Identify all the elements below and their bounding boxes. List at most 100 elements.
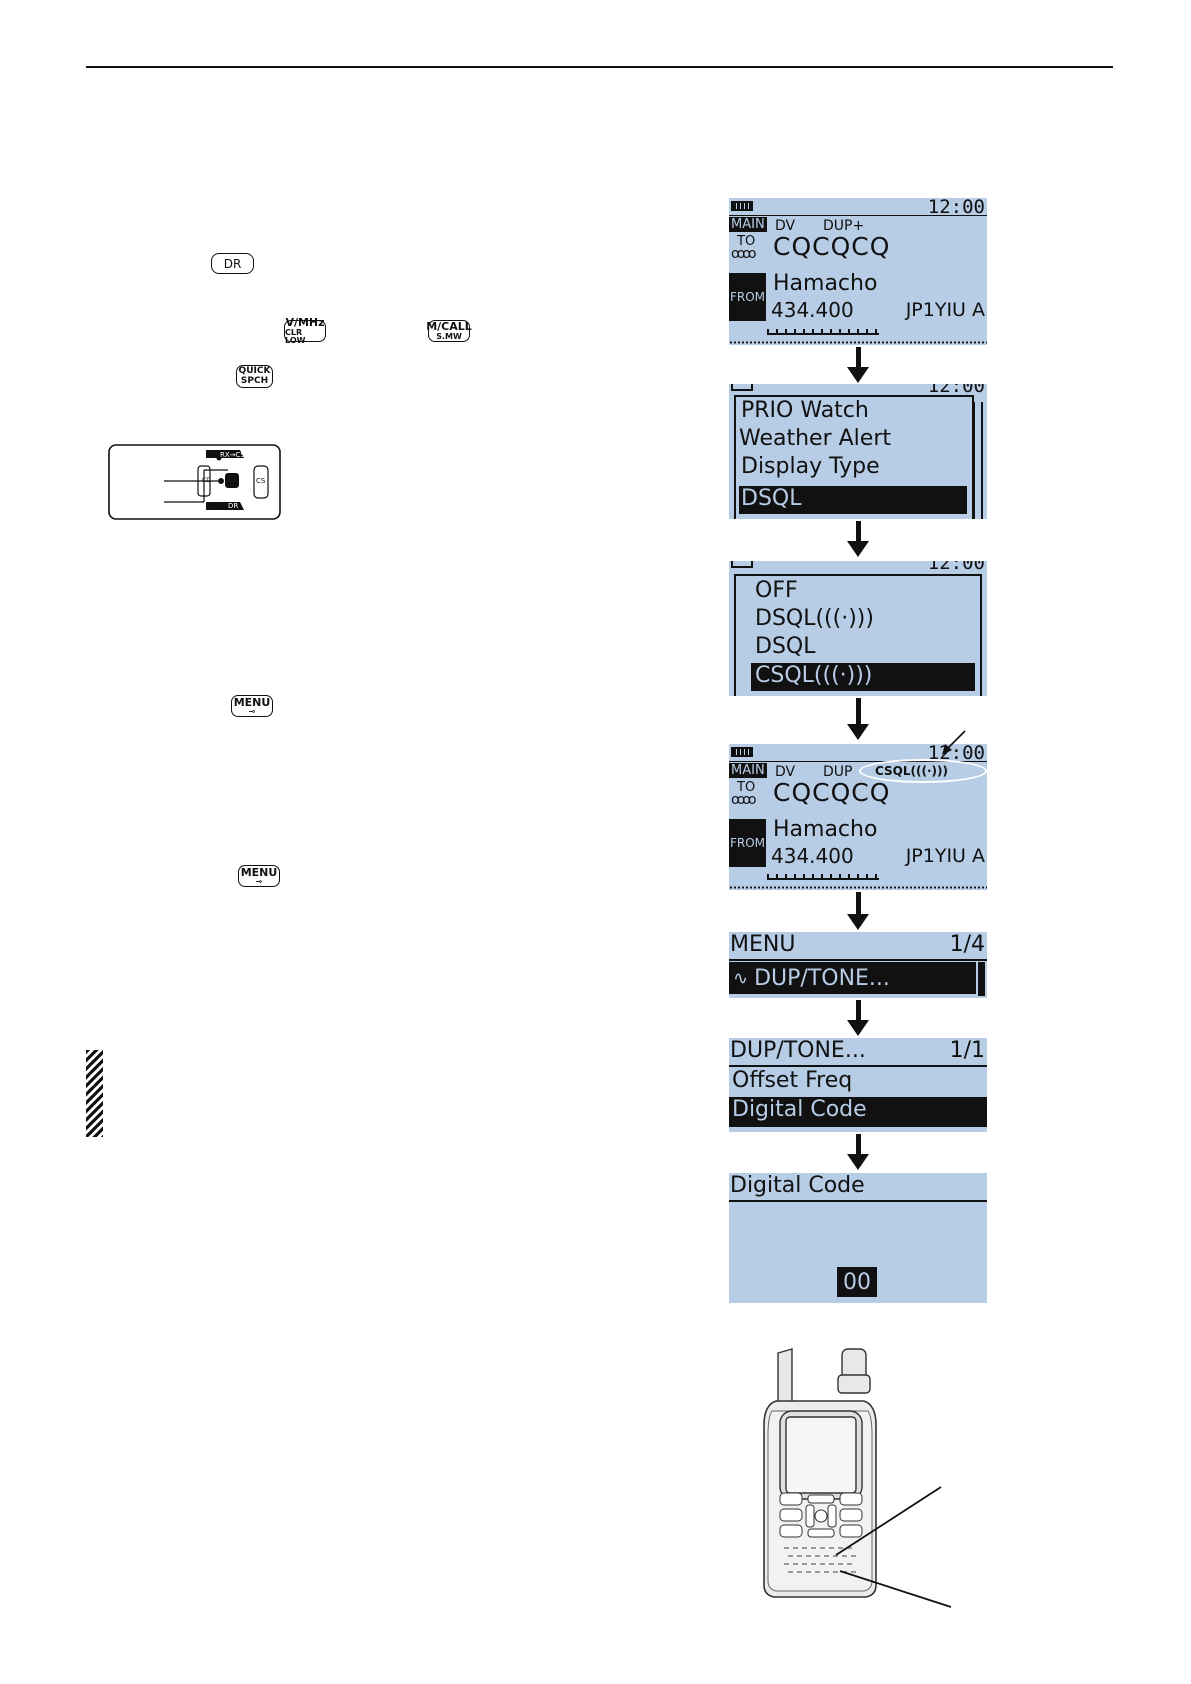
menu-item-label: DUP/TONE... [754,965,890,991]
radio-illustration [763,1348,952,1608]
s-meter [767,329,879,335]
screen-squelch-select: 12:00 OFF DSQL(((·))) DSQL CSQL(((·))) [729,561,987,696]
menu-item-0-label: PRIO Watch [741,398,869,423]
dotted-border [729,341,987,344]
frequency: 434.400 [771,298,854,322]
menu-key-2-label: MENU [240,865,278,879]
option-1-label: DSQL(((·))) [755,606,874,631]
menu-item-1[interactable]: Weather Alert [739,426,966,454]
menu-item-1-label: Weather Alert [739,426,891,451]
submenu-item-0[interactable]: Offset Freq [732,1068,852,1093]
dpad-top-label: RX→CS [220,451,245,459]
to-label: TO [737,234,756,249]
menu-item-0[interactable]: PRIO Watch [741,398,966,426]
vmhz-key: V/MHz CLR LOW [284,316,326,345]
option-3-selected[interactable]: CSQL(((·))) [751,663,975,691]
to-callsign: CQCQCQ [773,778,891,807]
screen-menu: MENU 1/4 ∿ DUP/TONE... [729,932,987,998]
band-badge: MAIN [729,217,767,232]
submenu-item-0-label: Offset Freq [732,1068,853,1093]
to-label: TO [737,780,756,795]
callout-arrow [942,730,966,755]
option-3-label: CSQL(((·))) [755,663,873,688]
battery-icon [731,201,753,211]
mcall-key: M/CALL S.MW [426,320,472,342]
dpad-drawing [108,444,281,520]
option-0-label: OFF [755,578,798,603]
dr-key: DR [211,253,254,274]
submenu-page: 1/1 [949,1038,985,1063]
frequency: 434.400 [771,844,854,868]
title-underline [729,959,987,961]
clock: 12:00 [927,561,985,574]
status-line [729,761,987,762]
screen-dup-tone: DUP/TONE... 1/1 Offset Freq Digital Code [729,1038,987,1132]
note-marker [86,1050,103,1137]
dpad-illustration: RX→CS DR CD CS [108,444,281,520]
menu-item-2[interactable]: Display Type [741,454,966,482]
menu-key-1: MENU ⊸ [231,695,273,717]
dpad-right-label: CS [256,477,266,485]
dotted-border [729,886,987,889]
from-label: FROM [729,819,766,867]
dpad-bottom-label: DR [228,502,239,510]
menu-page: 1/4 [949,932,985,957]
group-icon: ꝏꝏ [731,246,756,262]
s-meter [767,874,879,880]
mcall-key-bottom: S.MW [436,332,462,341]
quick-key-bottom: SPCH [240,376,269,386]
menu-item-2-label: Display Type [741,454,880,479]
dr-key-label: DR [223,256,242,271]
key-lock-icon: ⊸ [248,706,256,716]
menu-key-1-label: MENU [233,695,271,709]
scrollbar[interactable] [973,402,983,519]
quick-key-top: QUICK [238,366,271,376]
from-label: FROM [729,273,766,321]
key-lock-icon: ⊸ [255,876,263,886]
menu-item-3-label: DSQL [741,486,802,511]
clock: 12:00 [927,198,985,218]
scrollbar[interactable] [978,962,985,996]
code-value[interactable]: 00 [837,1267,877,1297]
option-2[interactable]: DSQL [755,634,815,659]
option-0[interactable]: OFF [755,578,798,603]
from-callsign: JP1YIU A [905,845,985,867]
dpad-center-label: CD [202,477,211,484]
menu-item-dup-tone-selected[interactable]: ∿ DUP/TONE... [729,962,976,994]
screen-main-display: 12:00 MAIN DV DUP+ TO ꝏꝏ CQCQCQ FROM Ham… [729,198,987,345]
vmhz-key-bottom: CLR LOW [285,328,306,345]
from-callsign: JP1YIU A [905,299,985,321]
mode-indicator: DV [775,764,796,780]
screen-quick-menu: 12:00 PRIO Watch Weather Alert Display T… [729,384,987,519]
mode-indicator: DV [775,218,796,234]
submenu-item-1-selected[interactable]: Digital Code [729,1097,987,1127]
screen-main-display-csql: 12:00 MAIN DV DUP CSQL(((·))) TO ꝏꝏ CQCQ… [729,744,987,890]
option-1[interactable]: DSQL(((·))) [755,606,874,631]
setting-title: Digital Code [730,1173,865,1198]
battery-icon [731,747,753,757]
clock: 12:00 [927,384,985,397]
mcall-key-top: M/CALL [426,320,472,333]
band-badge: MAIN [729,763,767,778]
title-underline [729,1200,987,1202]
battery-icon [731,561,753,568]
duplex-indicator: DUP+ [823,218,865,234]
option-2-label: DSQL [755,634,816,659]
submenu-item-1-label: Digital Code [732,1097,867,1122]
title-underline [729,1065,987,1067]
tone-wave-icon: ∿ [733,967,749,989]
battery-icon [731,384,753,391]
vmhz-key-top: V/MHz [285,316,325,329]
quick-key: QUICK SPCH [236,365,273,388]
to-callsign: CQCQCQ [773,232,891,261]
from-name: Hamacho [773,271,878,296]
submenu-title: DUP/TONE... [730,1038,866,1063]
header-rule [86,66,1113,68]
menu-title: MENU [730,932,796,957]
duplex-indicator: DUP [823,764,853,780]
group-icon: ꝏꝏ [731,792,756,808]
menu-key-2: MENU ⊸ [238,865,280,887]
menu-item-3-selected[interactable]: DSQL [739,486,967,514]
code-value-text: 00 [843,1269,871,1295]
csql-highlight-oval [859,759,987,783]
